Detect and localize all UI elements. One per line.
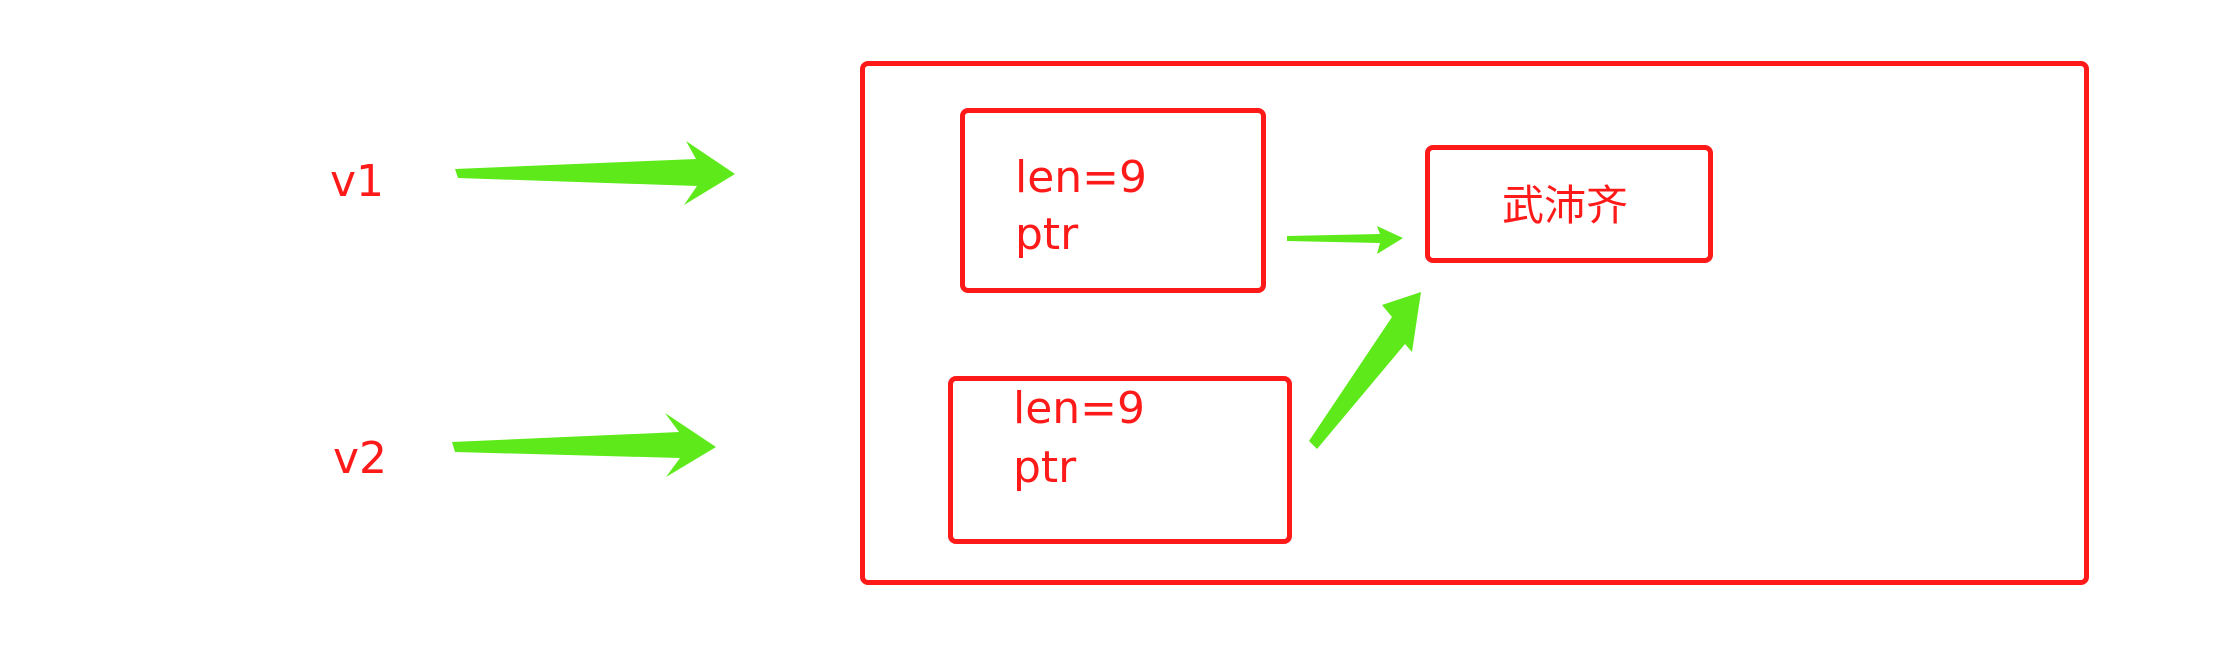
arrow-v2 [452, 413, 716, 477]
struct-box-1-ptr: ptr [1015, 209, 1079, 260]
struct-box-2 [948, 376, 1292, 544]
struct-box-1-len: len=9 [1015, 152, 1148, 203]
arrow-v1 [455, 141, 735, 205]
v1-label: v1 [330, 156, 385, 207]
struct-box-2-ptr: ptr [1013, 442, 1077, 493]
memory-container-box [860, 61, 2089, 585]
struct-box-1 [960, 108, 1266, 293]
struct-box-2-len: len=9 [1013, 383, 1146, 434]
v2-label: v2 [333, 433, 388, 484]
target-string-text: 武沛齐 [1502, 181, 1629, 230]
target-string-box [1425, 145, 1713, 263]
